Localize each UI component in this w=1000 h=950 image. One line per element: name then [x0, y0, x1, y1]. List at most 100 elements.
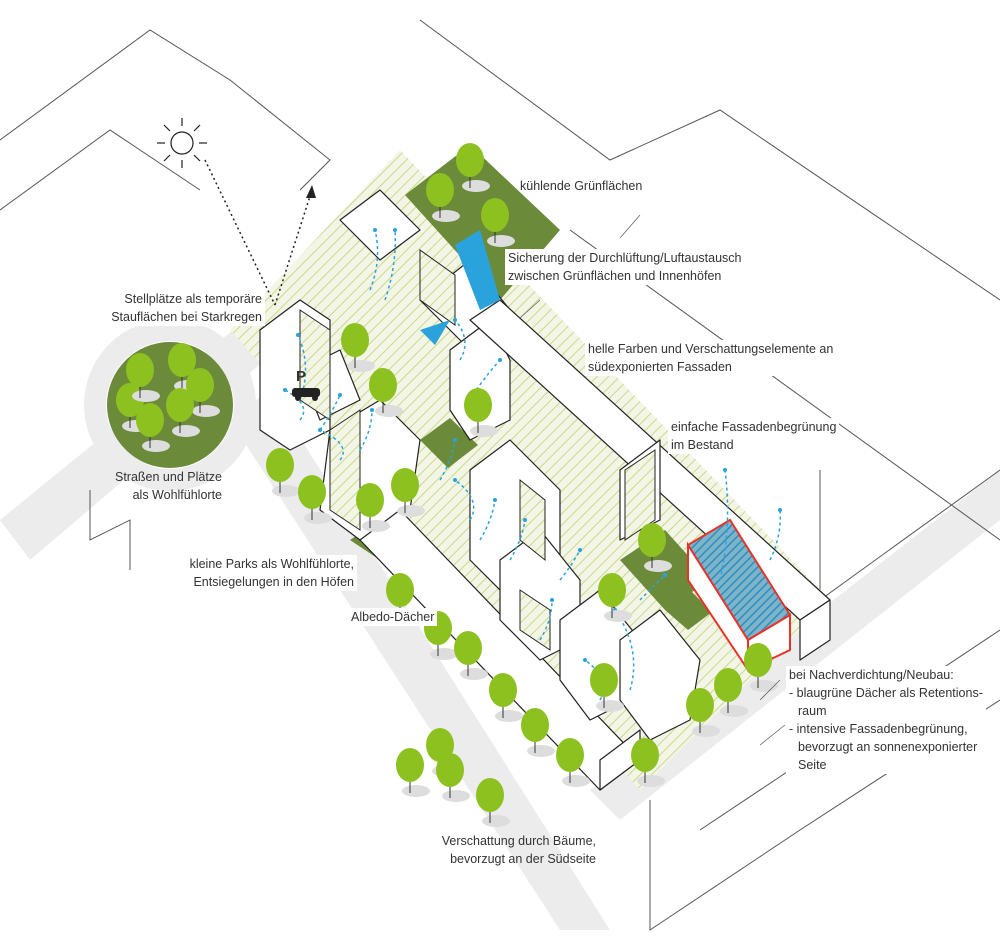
ventilation-arrow-icon [420, 230, 500, 345]
label-line: kleine Parks als Wohlfühlorte, [189, 557, 354, 571]
label-line: bei Nachverdichtung/Neubau: [789, 668, 954, 682]
arrow-head [498, 358, 502, 362]
arrow-head [583, 658, 587, 662]
label-line: Stauflächen bei Starkregen [111, 310, 262, 324]
label-line: Sicherung der Durchlüftung/Luftaustausch [508, 251, 742, 265]
label-facade-green: einfache Fassadenbegrünung im Bestand [668, 418, 840, 454]
tree-icon [396, 748, 430, 797]
air-flow-arrow-icon [559, 549, 581, 581]
arrow-head [453, 438, 457, 442]
arrow-head [393, 228, 397, 232]
air-flow-arrow-icon [769, 509, 782, 561]
trees [116, 143, 778, 827]
label-line: - blaugrüne Dächer als Retentions- [789, 686, 983, 700]
air-flow-arrow-icon [454, 319, 466, 361]
arrow-head [453, 318, 457, 322]
arrow-head [578, 548, 582, 552]
arrow-head [723, 468, 727, 472]
tree-icon [686, 688, 720, 737]
tree-icon [590, 663, 624, 712]
air-flow-arrow-icon [719, 469, 729, 581]
tree-icon [166, 388, 200, 437]
air-flow-arrow-icon [639, 574, 666, 601]
arrow-head [453, 478, 457, 482]
air-flow-arrow-icon [359, 409, 373, 451]
tree-icon [298, 475, 332, 524]
label-line: im Bestand [671, 438, 734, 452]
air-flow-arrows [283, 228, 782, 701]
air-flow-arrow-icon [539, 599, 553, 641]
label-line: helle Farben und Verschattungselemente a… [588, 342, 834, 356]
arrow-head [778, 508, 782, 512]
tree-icon [454, 631, 488, 680]
label-line: bevorzugt an der Südseite [450, 852, 596, 866]
tree-icon [426, 173, 460, 222]
label-line: bevorzugt an sonnenexponierter [798, 740, 978, 754]
leader-lines [519, 214, 786, 746]
car-icon [292, 388, 320, 401]
label-line: Seite [798, 758, 827, 772]
tree-icon [126, 353, 160, 402]
air-flow-arrow-icon [319, 429, 344, 461]
label-line: südexponierten Fassaden [588, 360, 732, 374]
tree-icon [391, 468, 425, 517]
tree-icon [186, 368, 220, 417]
air-flow-arrow-icon [384, 229, 397, 301]
air-flow-arrow-icon [319, 394, 341, 431]
tree-icon [341, 323, 375, 372]
tree-icon [436, 753, 470, 802]
tree-icon [464, 388, 498, 437]
arrow-head [373, 228, 377, 232]
tree-icon [598, 573, 632, 622]
arrow-head [338, 393, 342, 397]
label-ventilation: Sicherung der Durchlüftung/Luftaustausch… [505, 249, 745, 285]
air-flow-arrow-icon [454, 479, 475, 521]
arrow-head [283, 388, 287, 392]
arrow-head [493, 498, 497, 502]
label-line: zwischen Grünflächen und Innenhöfen [508, 269, 722, 283]
label-line: Entsiegelungen in den Höfen [193, 575, 354, 589]
green-facades [299, 249, 656, 651]
tree-icon [556, 738, 590, 787]
label-cooling-green: kühlende Grünflächen [520, 179, 643, 193]
tree-icon [489, 673, 523, 722]
label-streets: Straßen und Plätze als Wohlfühlorte [115, 468, 222, 504]
arrow-head [523, 518, 527, 522]
air-flow-arrow-icon [369, 229, 379, 291]
label-line: Straßen und Plätze [114, 470, 222, 484]
arrow-head [296, 333, 300, 337]
label-line: einfache Fassadenbegrünung [671, 420, 837, 434]
label-small-parks: kleine Parks als Wohlfühlorte, Entsiegel… [186, 555, 357, 591]
air-flow-arrow-icon [469, 359, 501, 401]
tree-icon [356, 483, 390, 532]
label-parking: Stellplätze als temporäre Stauflächen be… [108, 290, 265, 326]
tree-icon [714, 668, 748, 717]
parking-sign: P [296, 368, 307, 385]
arrow-head [550, 598, 554, 602]
label-line: Verschattung durch Bäume, [441, 834, 596, 848]
tree-icon [369, 368, 403, 417]
label-shade-trees: Verschattung durch Bäume, bevorzugt an d… [442, 832, 596, 868]
sun-ray-arrows [204, 159, 316, 306]
tree-icon [476, 778, 510, 827]
tree-icon [136, 403, 170, 452]
tree-icon [631, 738, 665, 787]
label-line: als Wohlfühlorte [132, 488, 222, 502]
label-light-colors: helle Farben und Verschattungselemente a… [585, 340, 837, 376]
label-albedo: Albedo-Dächer [348, 608, 438, 626]
arrow-head [370, 408, 374, 412]
tree-icon [521, 708, 555, 757]
tree-icon [638, 523, 672, 572]
label-line: raum [798, 704, 827, 718]
sun-icon [157, 118, 207, 168]
tree-icon [481, 198, 515, 247]
tree-icon [266, 448, 300, 497]
tree-icon [456, 143, 490, 192]
label-line: Stellplätze als temporäre [124, 292, 262, 306]
air-flow-arrow-icon [284, 389, 305, 421]
label-densification: bei Nachverdichtung/Neubau: - blaugrüne … [786, 666, 986, 774]
arrow-head [318, 428, 322, 432]
label-line: - intensive Fassadenbegrünung, [789, 722, 968, 736]
